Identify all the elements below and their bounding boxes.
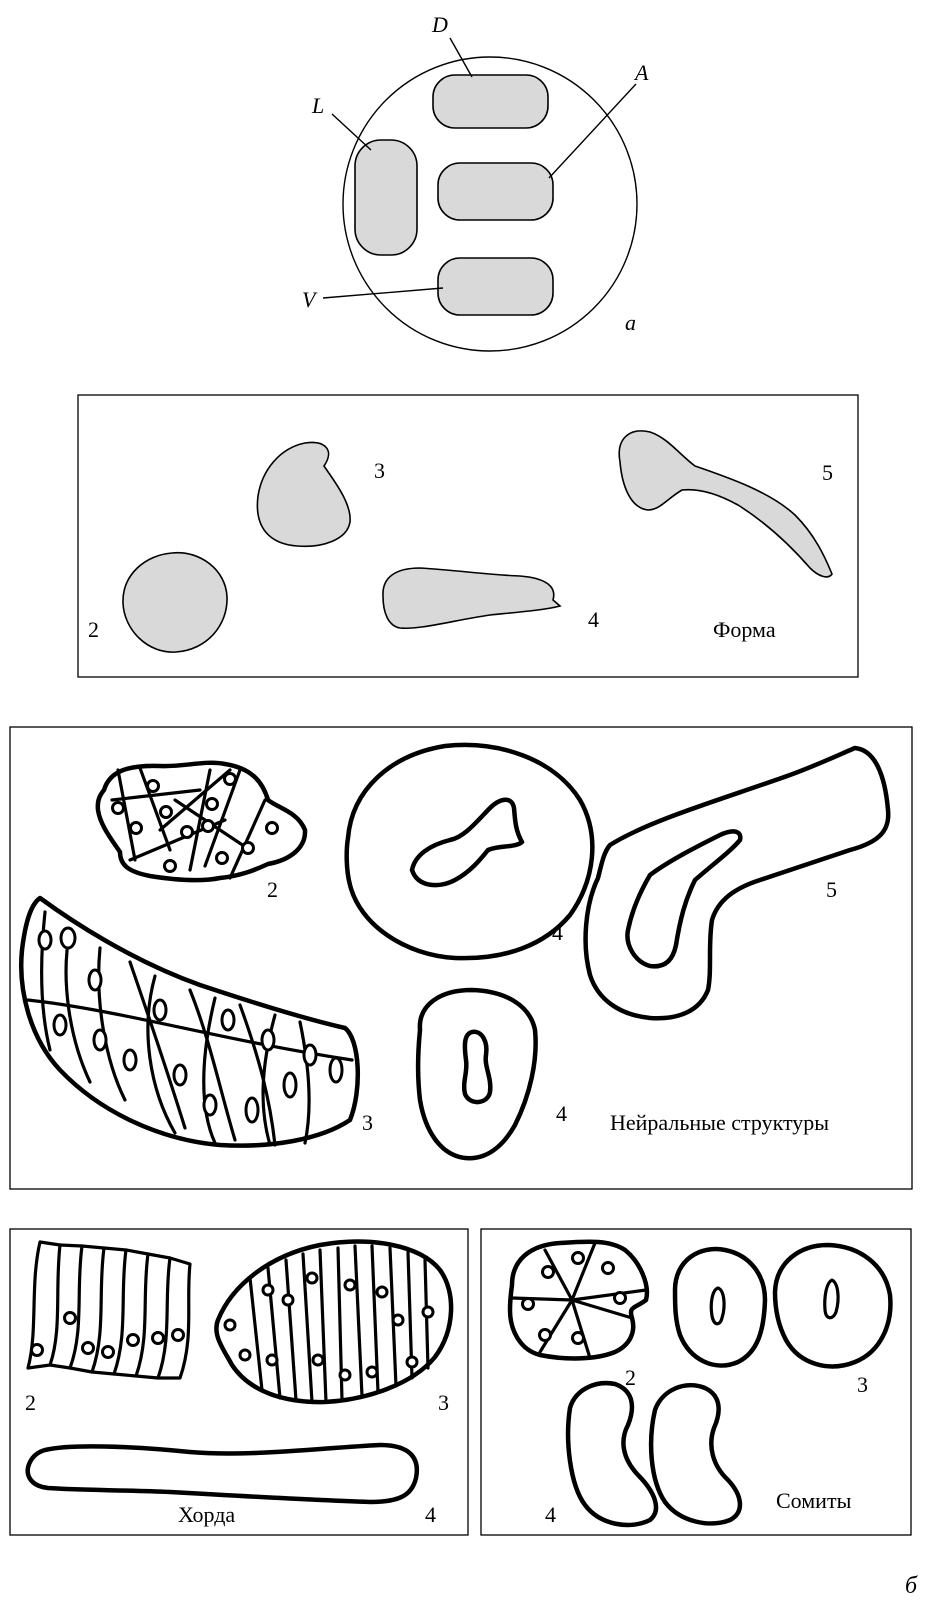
somites-shape-4-left [568, 1383, 656, 1525]
neural-title: Нейральные структуры [610, 1110, 829, 1135]
neural-number-3: 3 [362, 1110, 373, 1135]
somites-title: Сомиты [776, 1488, 852, 1513]
label-a: A [633, 60, 649, 85]
somites-shape-2 [510, 1242, 647, 1359]
forma-number-5: 5 [822, 460, 833, 485]
somites-shape-3-left [675, 1249, 765, 1365]
leader-v [323, 288, 443, 298]
somites-shape-3-right [775, 1245, 890, 1366]
panel-b-letter: б [905, 1573, 918, 1599]
leader-d [450, 38, 472, 77]
neural-panel: 2 3 4 4 5 Нейральные структуры [10, 727, 912, 1189]
leader-l [332, 114, 371, 150]
dorsal-explant [433, 75, 548, 128]
somites-shape-4-right [651, 1385, 740, 1523]
label-v: V [302, 287, 318, 312]
forma-shape-3 [257, 442, 350, 546]
forma-number-2: 2 [88, 617, 99, 642]
lateral-explant [355, 140, 417, 255]
neural-shape-4-lower [418, 990, 536, 1158]
forma-number-3: 3 [374, 458, 385, 483]
chorda-shape-3 [216, 1242, 451, 1402]
animal-explant [438, 163, 553, 220]
forma-title: Форма [713, 617, 776, 642]
chorda-shape-4 [28, 1445, 417, 1502]
neural-number-5: 5 [826, 877, 837, 902]
forma-shape-5 [619, 431, 832, 577]
forma-shape-4 [383, 568, 560, 628]
neural-shape-2 [98, 763, 305, 880]
chorda-title: Хорда [178, 1502, 235, 1527]
label-l: L [311, 93, 324, 118]
forma-panel: 2 3 4 5 Форма [78, 395, 858, 677]
somites-number-3: 3 [857, 1372, 868, 1397]
panel-a-letter: a [625, 310, 636, 335]
panel-a: D A L V a [302, 12, 649, 351]
chorda-number-4: 4 [425, 1502, 436, 1527]
somites-number-2: 2 [625, 1365, 636, 1390]
neural-number-4-lower: 4 [556, 1101, 567, 1126]
forma-number-4: 4 [588, 607, 599, 632]
chorda-panel: 2 3 4 Хорда [10, 1229, 468, 1535]
label-d: D [431, 12, 448, 37]
ventral-explant [438, 258, 553, 315]
forma-shape-2 [123, 553, 227, 652]
chorda-number-2: 2 [25, 1390, 36, 1415]
somites-number-4: 4 [545, 1502, 556, 1527]
neural-shape-3 [21, 898, 358, 1146]
neural-shape-5 [586, 748, 889, 1018]
neural-number-4-upper: 4 [552, 920, 563, 945]
chorda-number-3: 3 [438, 1390, 449, 1415]
chorda-shape-2 [28, 1242, 190, 1378]
neural-number-2: 2 [267, 877, 278, 902]
somites-panel: 2 3 4 Сомиты [481, 1229, 911, 1535]
